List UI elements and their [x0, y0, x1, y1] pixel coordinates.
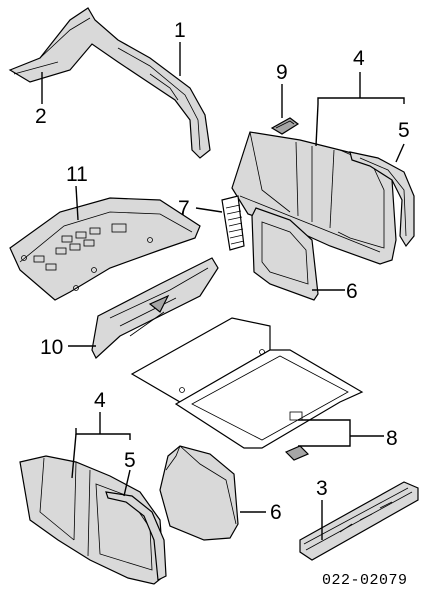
part-10-sill-panel [91, 257, 219, 359]
callout-6-top: 6 [346, 280, 358, 303]
callout-5-top: 5 [398, 119, 410, 142]
callout-7: 7 [178, 197, 190, 220]
part-5-trim-strip-top [349, 151, 415, 248]
part-9-clip [270, 117, 300, 135]
part-8-cargo-floor [130, 317, 364, 449]
leader-lines [41, 42, 405, 540]
callout-8: 8 [386, 427, 398, 450]
callout-5-bottom: 5 [124, 449, 136, 472]
part-4-side-panel-top [231, 131, 397, 265]
part-1-2-pillar-trim [8, 7, 211, 159]
callout-1: 1 [174, 19, 186, 42]
part-5-trim-strip-bottom [105, 491, 167, 581]
part-11-floor-board [9, 197, 201, 301]
callout-4-bottom: 4 [94, 389, 106, 412]
callout-9: 9 [276, 61, 288, 84]
callout-3: 3 [316, 477, 328, 500]
callout-11: 11 [66, 163, 88, 186]
part-6-cover-bottom [159, 445, 239, 541]
callout-10: 10 [40, 336, 64, 359]
callout-4-top: 4 [353, 47, 365, 70]
diagram-code: 022-02079 [322, 572, 408, 589]
part-8-clip [284, 445, 310, 461]
callout-6-bottom: 6 [270, 501, 282, 524]
part-4-side-panel-bottom [19, 455, 165, 585]
callout-2: 2 [35, 105, 47, 128]
part-6-cover-panel-top [251, 207, 319, 301]
part-7-vent [221, 195, 245, 251]
